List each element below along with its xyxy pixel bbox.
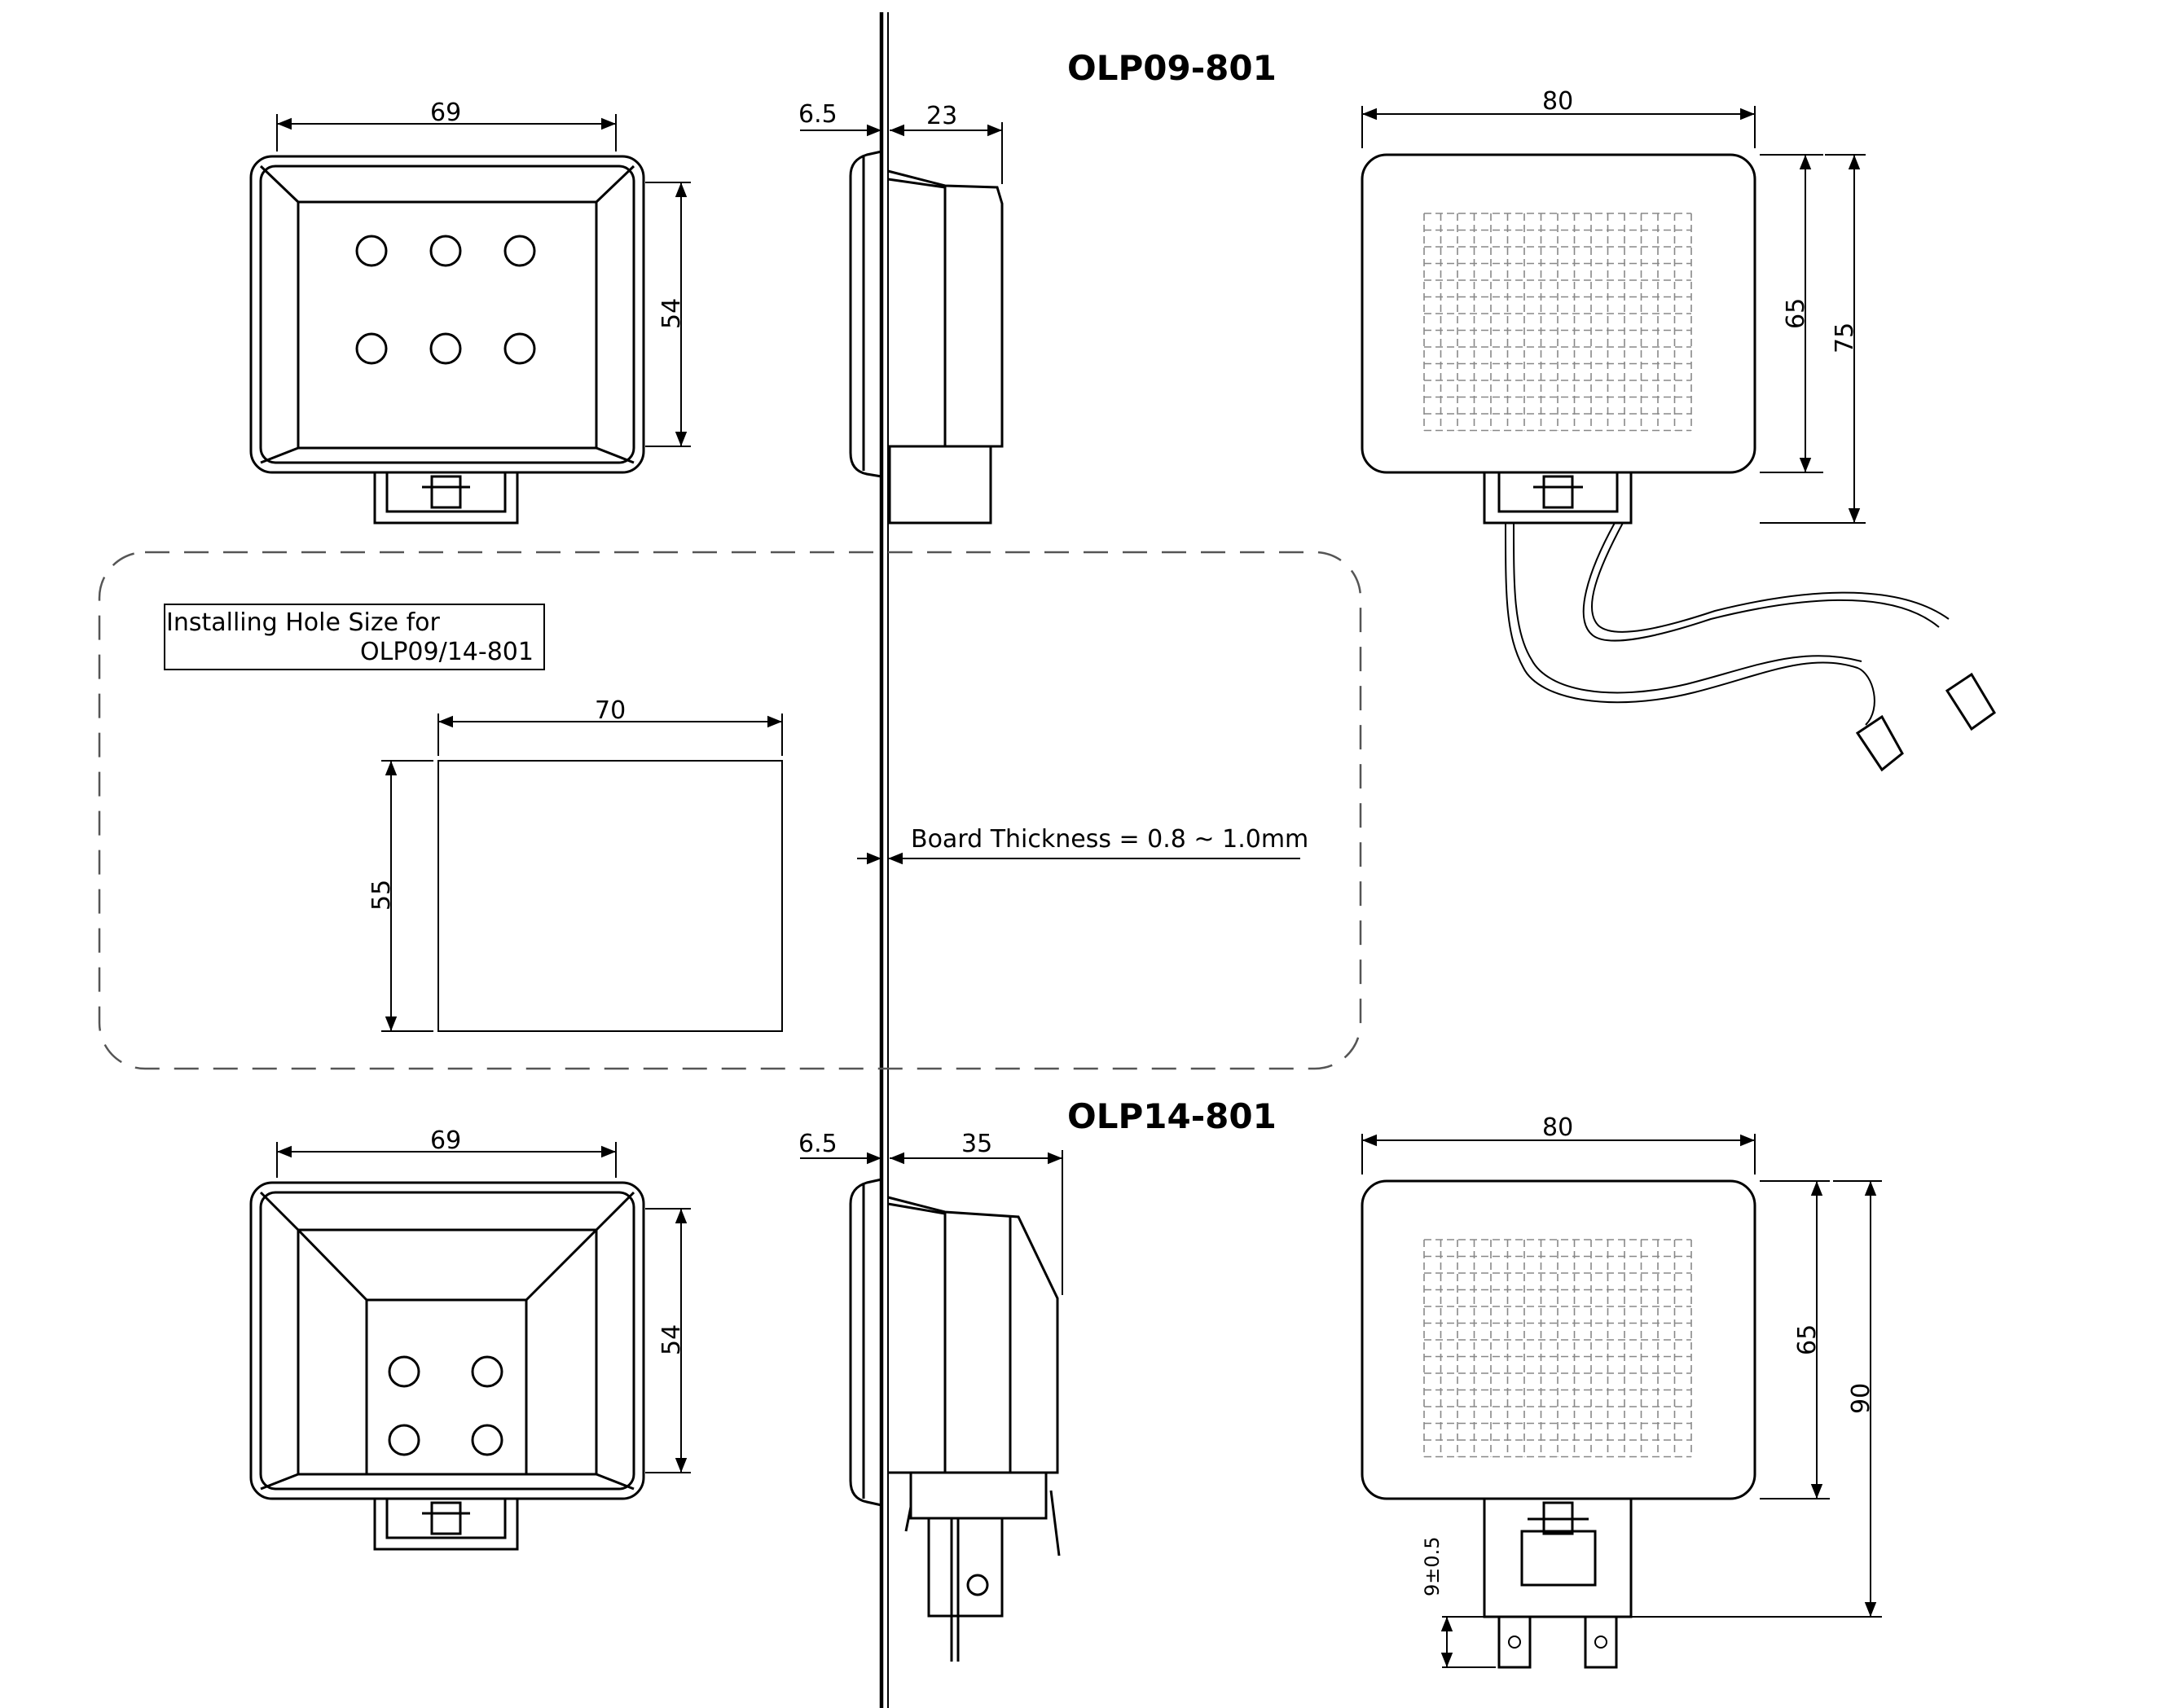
olp09-front-view: 69 54 bbox=[249, 99, 691, 525]
led-holes bbox=[355, 235, 536, 365]
installing-hole-label-2: OLP09/14-801 bbox=[360, 638, 534, 666]
dim-rear-width: 80 bbox=[1542, 1113, 1573, 1142]
olp09-rear-view: 80 65 75 bbox=[1361, 87, 1996, 772]
dim-front-width: 69 bbox=[430, 99, 461, 127]
model-title-olp09: OLP09-801 bbox=[1067, 48, 1277, 88]
dim-front-width: 69 bbox=[430, 1126, 461, 1155]
dim-terminal-length: 9±0.5 bbox=[1421, 1536, 1444, 1596]
dim-side-depth: 35 bbox=[961, 1130, 992, 1158]
dim-hole-width: 70 bbox=[595, 696, 626, 725]
dim-rear-body-height: 65 bbox=[1782, 298, 1810, 329]
board-thickness-callout: Board Thickness = 0.8 ~ 1.0mm bbox=[857, 825, 1308, 865]
led-grid bbox=[1423, 1239, 1692, 1458]
dim-front-height: 54 bbox=[657, 298, 686, 329]
connector-tab bbox=[373, 1497, 519, 1551]
lead-wires bbox=[1505, 522, 1996, 772]
dim-hole-height: 55 bbox=[367, 880, 396, 911]
led-holes bbox=[388, 1355, 503, 1456]
dim-side-flange: 6.5 bbox=[798, 100, 838, 129]
olp14-side-view: 6.5 35 bbox=[798, 1130, 1063, 1662]
dim-side-depth: 23 bbox=[926, 102, 957, 130]
board-thickness-label: Board Thickness = 0.8 ~ 1.0mm bbox=[911, 825, 1308, 854]
dim-rear-total-height: 90 bbox=[1847, 1383, 1875, 1414]
olp09-side-view: 6.5 23 bbox=[798, 100, 1004, 525]
led-grid bbox=[1423, 213, 1692, 432]
dim-rear-total-height: 75 bbox=[1831, 323, 1859, 353]
mounting-board bbox=[879, 12, 889, 1708]
dim-front-height: 54 bbox=[657, 1324, 686, 1355]
olp14-rear-view: 80 65 90 9±0.5 bbox=[1361, 1113, 1882, 1669]
dim-rear-width: 80 bbox=[1542, 87, 1573, 116]
dim-rear-body-height: 65 bbox=[1793, 1324, 1822, 1355]
installing-hole-panel: Installing Hole Size for OLP09/14-801 70… bbox=[98, 551, 1362, 1070]
dim-side-flange: 6.5 bbox=[798, 1130, 838, 1158]
olp14-front-view: 69 54 bbox=[249, 1126, 691, 1551]
connector-tab bbox=[373, 471, 519, 525]
installing-hole-label-1: Installing Hole Size for bbox=[166, 608, 441, 637]
model-title-olp14: OLP14-801 bbox=[1067, 1096, 1277, 1136]
